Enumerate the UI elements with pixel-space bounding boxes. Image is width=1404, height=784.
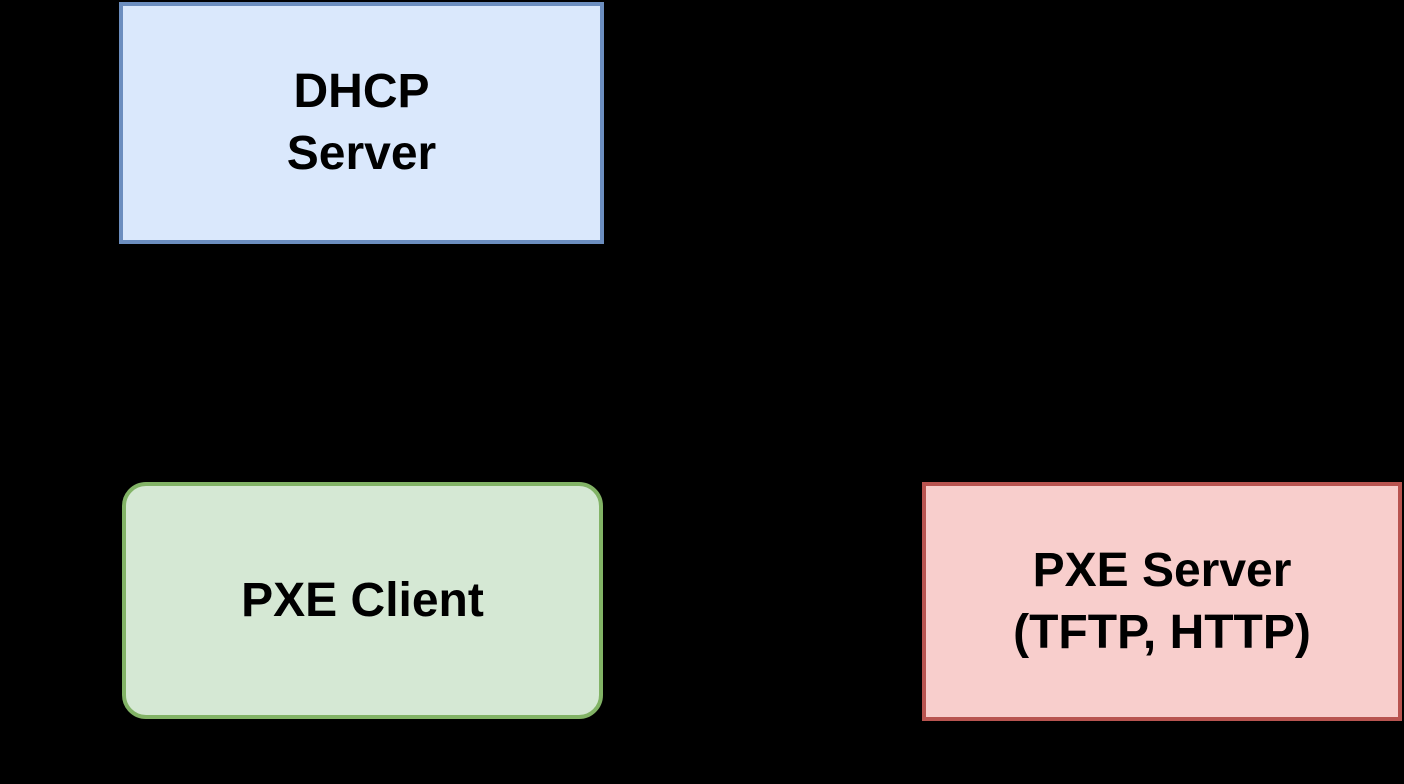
node-dhcp-server-label-line2: Server [286, 127, 437, 180]
node-pxe-server-label-line1: PXE Server [1032, 543, 1292, 597]
node-dhcp-server: DHCP Server [119, 2, 604, 244]
node-dhcp-server-label-line1: DHCP [293, 65, 430, 118]
node-pxe-server: PXE Server (TFTP, HTTP) [922, 482, 1402, 721]
node-pxe-client: PXE Client [122, 482, 603, 719]
node-pxe-client-label: PXE Client [241, 573, 484, 627]
node-pxe-server-label-line2: (TFTP, HTTP) [1013, 605, 1311, 659]
